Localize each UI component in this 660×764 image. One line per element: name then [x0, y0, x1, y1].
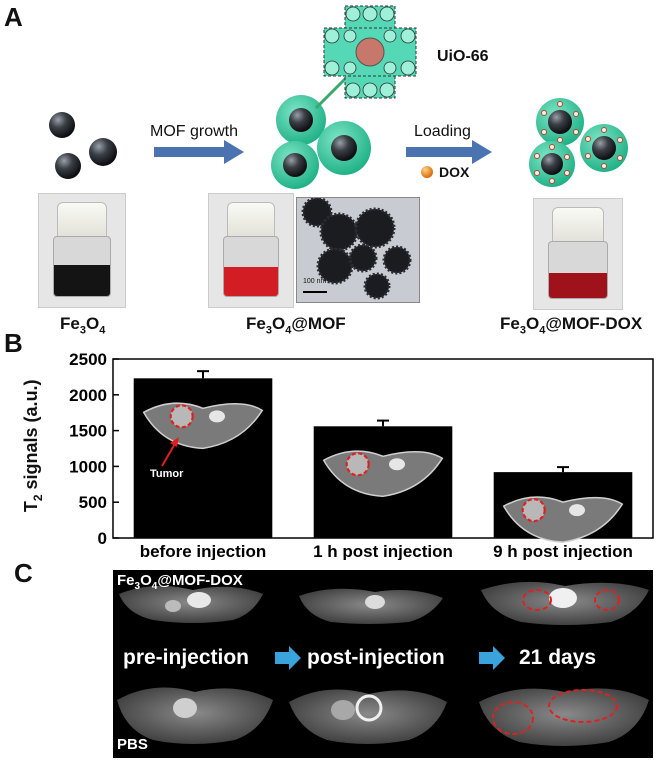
- y-tick-label: 2500: [69, 350, 107, 369]
- fe3o4-label: Fe3O4: [60, 314, 106, 337]
- scan-top-post: [299, 588, 443, 624]
- fe3o4-particle: [89, 138, 117, 166]
- mri-panel: Fe3O4@MOF-DOX pre-injection post-injecti…: [113, 570, 653, 758]
- uio66-label: UiO-66: [437, 48, 489, 65]
- mri-organ: [569, 504, 585, 517]
- fe3o4-mof-dox-label: Fe3O4@MOF-DOX: [500, 314, 643, 337]
- stage-21-days: 21 days: [519, 646, 597, 669]
- mof-dox-particle: [536, 98, 584, 146]
- fe3o4-mof-dox-vial: [533, 198, 623, 310]
- mof-growth-arrowhead: [224, 140, 244, 164]
- mri-scans: [117, 581, 649, 746]
- stage-arrow-2: [479, 646, 505, 670]
- mri-top-label: Fe3O4@MOF-DOX: [117, 572, 243, 592]
- loading-arrow: [406, 147, 472, 157]
- mri-bottom-label: PBS: [117, 736, 148, 753]
- panel-a-schematic: [49, 5, 628, 189]
- x-category-label: before injection: [140, 542, 267, 560]
- tumor-marker: [521, 498, 546, 523]
- panel-c-letter: C: [14, 558, 33, 588]
- panel-b-letter: B: [4, 328, 23, 358]
- t2-signal-chart: 0 500 1000 1500 2000 2500 before injection 1 h …: [69, 350, 654, 560]
- dox-label: DOX: [439, 164, 470, 180]
- mof-growth-arrow: [154, 147, 224, 157]
- fe3o4-core: [331, 135, 357, 161]
- loading-label: Loading: [414, 123, 471, 140]
- tumor-marker: [169, 404, 194, 429]
- scan-bottom-21days: [479, 688, 649, 746]
- y-tick-label: 1500: [69, 422, 107, 441]
- y-tick-label: 2000: [69, 386, 107, 405]
- y-tick-label: 500: [79, 493, 107, 512]
- fe3o4-particle: [49, 112, 75, 138]
- tem-scale-label: 100 nm: [303, 278, 327, 285]
- tumor-pointer: [161, 441, 177, 467]
- x-category-label: 9 h post injection: [493, 542, 633, 560]
- mri-organ: [389, 458, 405, 471]
- scan-top-pre: [119, 585, 263, 623]
- fe3o4-vial: [38, 193, 126, 308]
- fe3o4-core: [283, 153, 307, 177]
- loading-arrowhead: [472, 140, 492, 164]
- dox-icon: [421, 166, 433, 178]
- tem-particles: [301, 198, 412, 300]
- stage-post-injection: post-injection: [307, 646, 445, 669]
- scan-top-21days: [481, 581, 649, 625]
- scan-bottom-pre: [117, 687, 273, 744]
- mof-dox-particle: [529, 141, 575, 187]
- fe3o4-particle: [55, 153, 81, 179]
- y-tick-label: 0: [98, 529, 107, 548]
- mof-growth-label: MOF growth: [150, 123, 239, 140]
- tem-image: 100 nm: [296, 197, 420, 303]
- bar: [133, 378, 273, 538]
- fe3o4-core: [289, 108, 313, 132]
- mof-dox-particle: [580, 124, 628, 172]
- y-axis-label: T2 signals (a.u.): [21, 379, 45, 513]
- tumor-pointer-head: [170, 437, 179, 447]
- tumor-marker: [345, 452, 370, 477]
- mri-organ: [209, 410, 225, 423]
- stage-arrow-1: [275, 646, 301, 670]
- panel-a-letter: A: [4, 2, 23, 32]
- x-category-label: 1 h post injection: [313, 542, 453, 560]
- tumor-label: Tumor: [150, 468, 184, 480]
- fe3o4-mof-vial: [208, 193, 294, 308]
- uio66-framework: [323, 5, 417, 99]
- y-tick-label: 1000: [69, 457, 107, 476]
- fe3o4-mof-label: Fe3O4@MOF: [246, 314, 346, 337]
- stage-pre-injection: pre-injection: [123, 646, 250, 669]
- scan-bottom-post: [289, 689, 447, 744]
